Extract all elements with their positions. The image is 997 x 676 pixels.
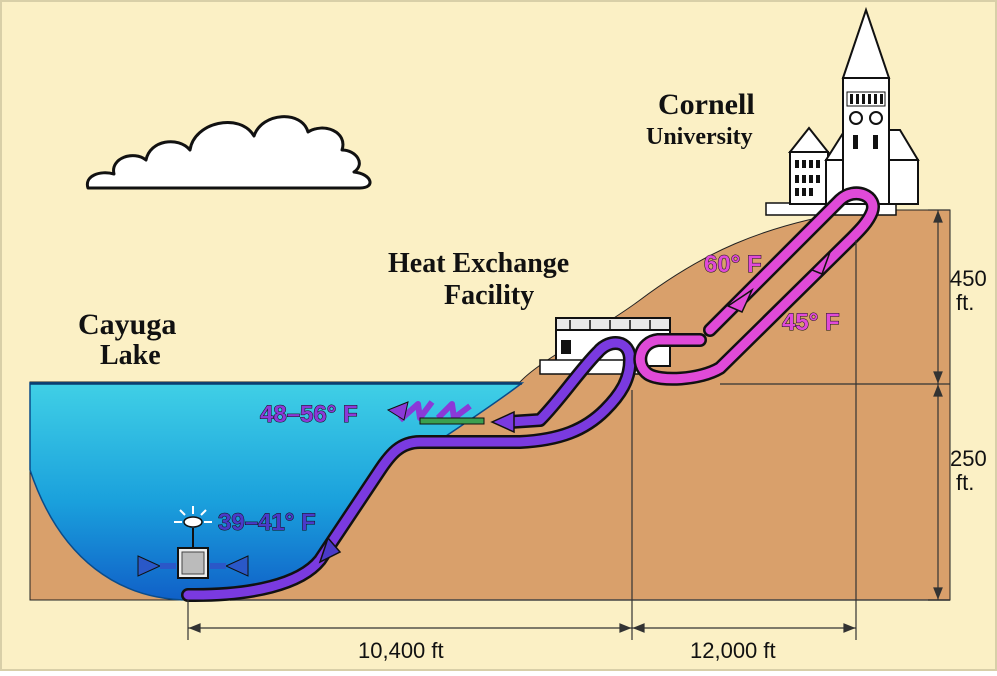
campus-loop-pipe — [635, 188, 878, 384]
temp-intake: 39–41° F — [218, 509, 316, 536]
temp-return-60: 60° F — [704, 251, 762, 278]
heat-exchange-label-line2: Facility — [444, 280, 534, 311]
lower-height-value: 250 — [950, 446, 987, 471]
cloud — [85, 115, 372, 190]
lake-label-line1: Cayuga — [78, 308, 176, 341]
temp-supply-45: 45° F — [782, 309, 840, 336]
cornell-label-line2: University — [646, 124, 753, 150]
dimension-lines — [187, 209, 950, 640]
return-arrow-head — [490, 410, 515, 434]
cornell-buildings — [765, 6, 920, 216]
lake-distance-label: 10,400 ft — [358, 638, 444, 663]
heat-exchange-label-line1: Heat Exchange — [388, 248, 569, 279]
cornell-label-line1: Cornell — [658, 88, 755, 121]
temp-discharge: 48–56° F — [260, 401, 358, 428]
intake-structure — [137, 506, 249, 579]
discharge-diffuser — [386, 400, 485, 425]
return-to-facility-arrow — [726, 287, 754, 313]
upper-height-unit: ft. — [956, 290, 974, 315]
upper-height-value: 450 — [950, 266, 987, 291]
supply-to-campus-arrow — [810, 251, 831, 275]
land-distance-label: 12,000 ft — [690, 638, 776, 663]
intake-arrow-head — [318, 536, 342, 564]
lake-label-line2: Lake — [100, 340, 161, 371]
lower-height-unit: ft. — [956, 470, 974, 495]
